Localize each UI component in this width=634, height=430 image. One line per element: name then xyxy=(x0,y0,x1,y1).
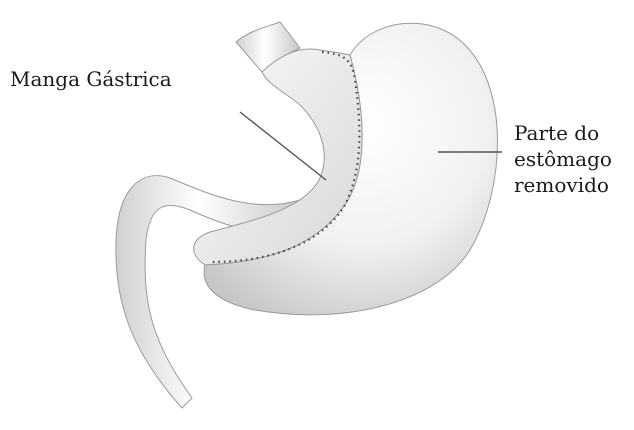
removed-part-label: Parte do estômago removido xyxy=(514,120,612,198)
removed-label-line-1: Parte do xyxy=(514,120,612,146)
sleeve-leader-line xyxy=(240,112,326,180)
removed-label-line-2: estômago xyxy=(514,146,612,172)
removed-label-line-3: removido xyxy=(514,172,612,198)
gastric-sleeve-label: Manga Gástrica xyxy=(10,66,172,92)
